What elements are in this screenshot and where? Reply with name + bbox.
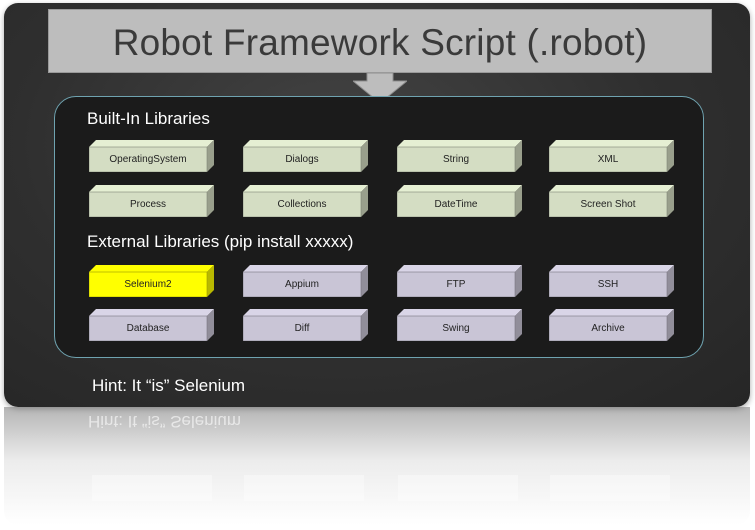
library-label: Process	[129, 199, 167, 210]
library-box-ftp: FTP	[397, 265, 523, 297]
hint-reflection: Hint: It “is” Selenium	[88, 412, 242, 431]
external-libraries-heading: External Libraries (pip install xxxxx)	[87, 232, 354, 251]
library-box-selenium2: Selenium2	[89, 265, 215, 297]
library-box-operatingsystem: OperatingSystem	[89, 140, 215, 172]
library-box-ssh: SSH	[549, 265, 675, 297]
down-arrow-icon	[353, 73, 407, 103]
library-label: Collections	[277, 199, 327, 210]
library-box-collections: Collections	[243, 185, 369, 217]
library-label: Archive	[591, 323, 625, 334]
library-box-archive: Archive	[549, 309, 675, 341]
builtin-libraries-heading: Built-In Libraries	[87, 109, 210, 128]
library-box-string: String	[397, 140, 523, 172]
library-box-screen-shot: Screen Shot	[549, 185, 675, 217]
library-label: Dialogs	[285, 154, 319, 165]
library-label: OperatingSystem	[109, 154, 187, 165]
library-box-appium: Appium	[243, 265, 369, 297]
library-label: Appium	[285, 279, 319, 290]
slide: Robot Framework Script (.robot) Built-In…	[4, 3, 750, 407]
library-label: XML	[597, 154, 619, 165]
library-box-swing: Swing	[397, 309, 523, 341]
library-label: Selenium2	[124, 279, 172, 290]
reflection-box	[550, 475, 670, 501]
library-box-process: Process	[89, 185, 215, 217]
library-label: String	[442, 154, 470, 165]
library-box-diff: Diff	[243, 309, 369, 341]
library-label: DateTime	[434, 199, 478, 210]
slide-reflection: Hint: It “is” Selenium	[4, 407, 750, 525]
hint-text: Hint: It “is” Selenium	[92, 376, 246, 395]
reflection-box	[398, 475, 518, 501]
reflection-box	[244, 475, 364, 501]
reflection-box	[92, 475, 212, 501]
library-box-database: Database	[89, 309, 215, 341]
library-label: SSH	[597, 279, 619, 290]
library-box-datetime: DateTime	[397, 185, 523, 217]
slide-title: Robot Framework Script (.robot)	[112, 22, 648, 63]
libraries-panel: Built-In Libraries OperatingSystem Dialog…	[54, 96, 704, 358]
library-box-xml: XML	[549, 140, 675, 172]
library-label: FTP	[446, 279, 466, 290]
library-label: Swing	[442, 323, 470, 334]
library-label: Screen Shot	[580, 199, 636, 210]
library-label: Diff	[294, 323, 310, 334]
library-box-dialogs: Dialogs	[243, 140, 369, 172]
library-label: Database	[126, 323, 170, 334]
title-box: Robot Framework Script (.robot)	[48, 9, 712, 73]
